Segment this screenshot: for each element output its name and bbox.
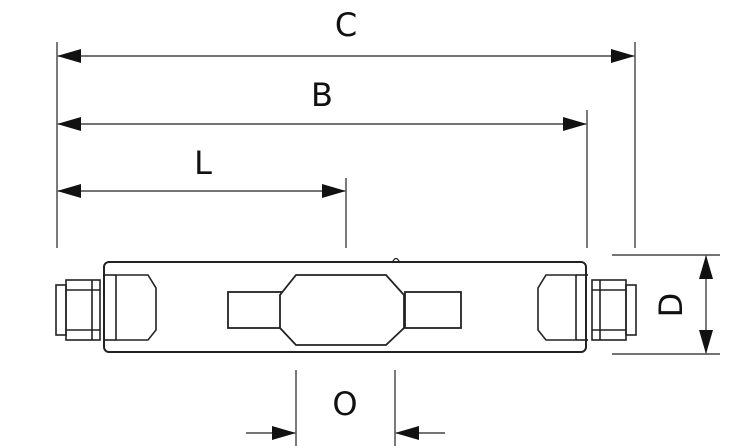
left-end-cap <box>55 274 157 341</box>
arc-tube <box>227 274 462 346</box>
right-end-cap <box>537 274 637 341</box>
extension-lines <box>56 42 720 446</box>
dimension-d: D <box>652 255 713 354</box>
label-b: B <box>311 76 333 114</box>
dimension-o: O <box>246 385 445 440</box>
label-o: O <box>332 385 357 423</box>
dimension-l: L <box>57 144 346 198</box>
label-d: D <box>652 293 690 318</box>
dimension-b: B <box>57 76 587 131</box>
dimension-c: C <box>57 6 635 63</box>
label-c: C <box>335 6 357 44</box>
label-l: L <box>194 144 212 182</box>
